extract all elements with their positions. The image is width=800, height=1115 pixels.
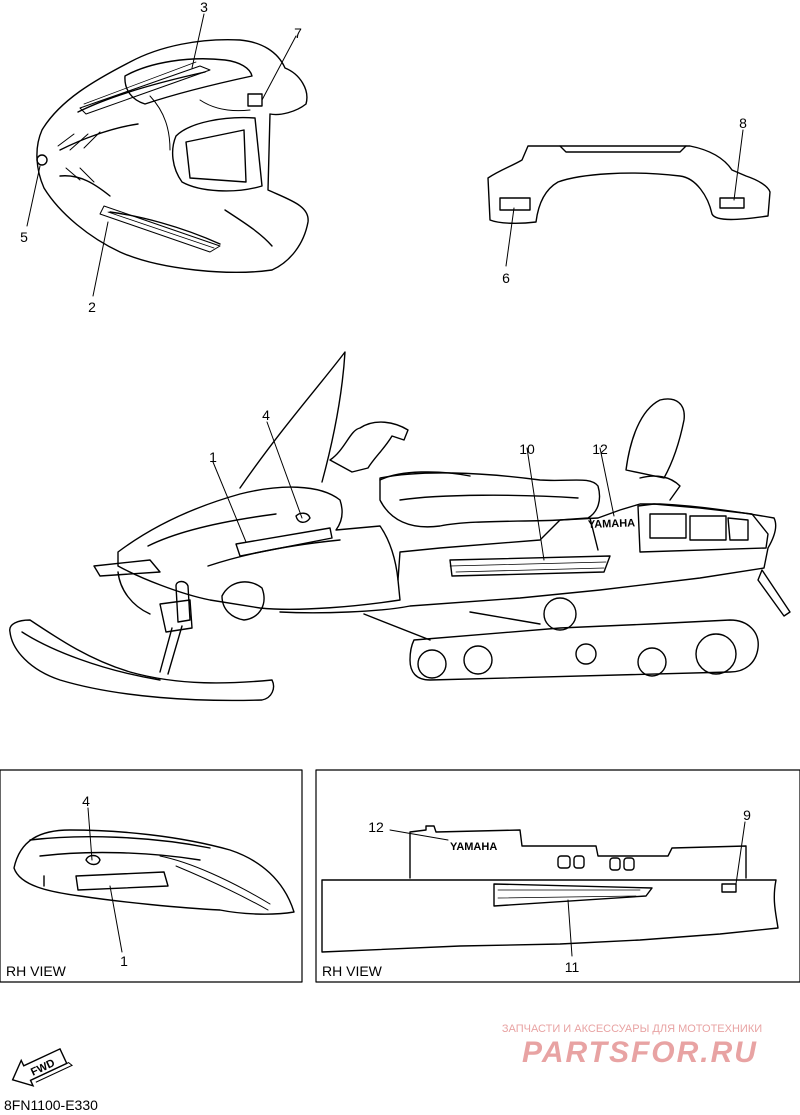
callout-12: 12 bbox=[592, 441, 608, 457]
snowmobile-drawing bbox=[9, 351, 791, 702]
callout-4-rh: 4 bbox=[82, 793, 90, 809]
yamaha-decal-text-rh: YAMAHA bbox=[450, 841, 497, 853]
callout-1-rh: 1 bbox=[120, 953, 128, 969]
watermark-tagline: ЗАПЧАСТИ И АКСЕССУАРЫ ДЛЯ МОТОТЕХНИКИ bbox=[502, 1023, 762, 1035]
callout-5: 5 bbox=[20, 229, 28, 245]
rh-view-hood-drawing bbox=[0, 769, 303, 983]
fwd-arrow-icon: FWD bbox=[11, 1047, 74, 1087]
callout-11: 11 bbox=[565, 959, 580, 975]
callout-2: 2 bbox=[88, 299, 96, 315]
callout-7: 7 bbox=[294, 25, 302, 41]
callout-10: 10 bbox=[519, 441, 535, 457]
callout-1: 1 bbox=[209, 449, 217, 465]
rh-view-label-right: RH VIEW bbox=[322, 963, 383, 979]
callout-6: 6 bbox=[502, 270, 510, 286]
callout-3: 3 bbox=[200, 0, 208, 15]
diagram-code: 8FN1100-E330 bbox=[4, 1097, 98, 1113]
hood-cowl-drawing bbox=[36, 39, 309, 273]
leader-lines bbox=[26, 13, 746, 957]
rh-view-label-left: RH VIEW bbox=[6, 963, 67, 979]
callout-9: 9 bbox=[743, 807, 751, 823]
callout-12-rh: 12 bbox=[368, 819, 384, 835]
rear-fender-drawing bbox=[487, 145, 771, 225]
callout-8: 8 bbox=[739, 115, 747, 131]
watermark-brand: PARTSFOR.RU bbox=[522, 1036, 758, 1069]
fwd-label: FWD bbox=[29, 1057, 57, 1078]
rh-view-tunnel-drawing bbox=[315, 769, 800, 983]
callout-4: 4 bbox=[262, 407, 270, 423]
yamaha-decal-text: YAMAHA bbox=[588, 517, 636, 531]
